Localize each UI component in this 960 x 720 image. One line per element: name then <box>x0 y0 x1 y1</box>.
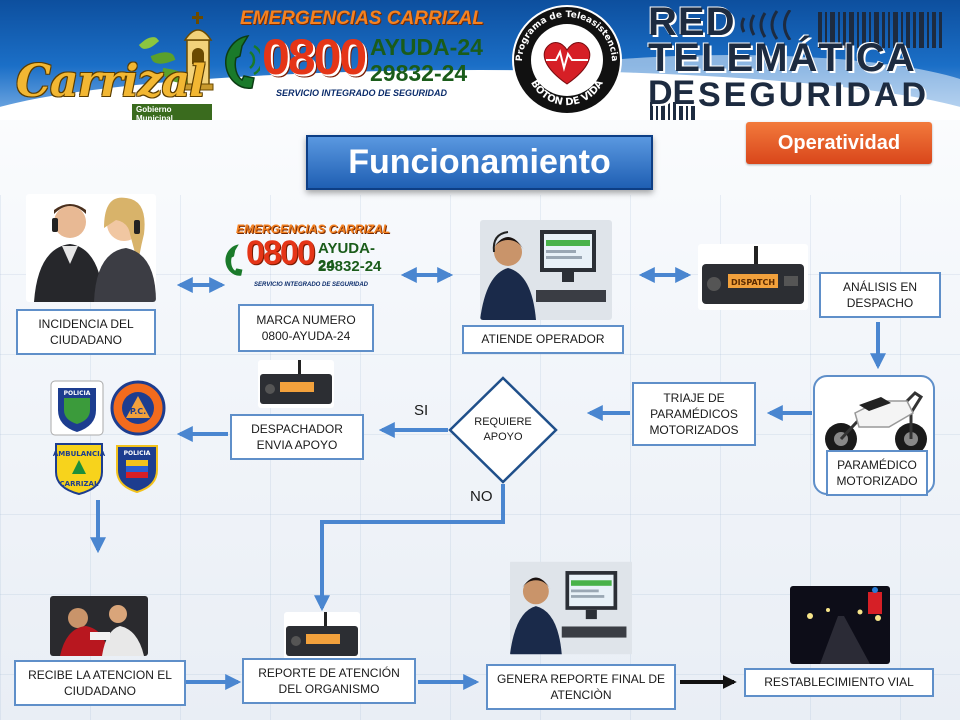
emergencias-number: 0800 <box>262 29 367 85</box>
label-si: SI <box>414 402 429 419</box>
de-text: DE <box>648 74 696 112</box>
boton-de-vida-logo: Programa de Teleasistencia BOTON DE VIDA <box>512 5 622 115</box>
box-triaje: TRIAJE DE PARAMÉDICOS MOTORIZADOS <box>632 382 756 446</box>
box-despachador: DESPACHADOR ENVIA APOYO <box>230 414 364 460</box>
proteccion-civil-badge-icon: P.C. <box>110 380 166 436</box>
leaf-decoration <box>138 33 160 53</box>
phone-icon <box>225 244 243 276</box>
ambulancia-badge-icon: AMBULANCIA CARRIZAL <box>53 443 106 496</box>
emergencias-small-logo: EMERGENCIAS CARRIZAL 0800 AYUDA-24 29832… <box>222 222 390 296</box>
barcode-decoration <box>650 102 695 120</box>
box-restablecimiento: RESTABLECIMIENTO VIAL <box>744 668 934 697</box>
carrizal-logo-text: Carrizal <box>16 56 206 107</box>
emergencias-small-title: EMERGENCIAS CARRIZAL <box>236 222 391 236</box>
policia-shield-icon: POLICIA <box>116 445 158 494</box>
gobierno-municipal-label: Gobierno Municipal <box>132 104 212 120</box>
carrizal-logo: Carrizal Gobierno Municipal <box>12 8 214 120</box>
emergencias-alt-number: 29832-24 <box>370 60 468 86</box>
injured-citizen-photo <box>50 596 148 656</box>
bell-tower-icon <box>182 12 214 91</box>
radio-transceiver-photo <box>258 360 334 408</box>
people-on-phone-photo <box>26 194 156 302</box>
radio-transceiver-photo: DISPATCH <box>698 244 808 310</box>
signal-waves-icon <box>740 10 792 40</box>
box-atiende-operador: ATIENDE OPERADOR <box>462 325 624 354</box>
policia-badge-icon: POLICIA <box>50 380 104 436</box>
header-banner: Carrizal Gobierno Municipal EMERGENCIAS … <box>0 0 960 120</box>
emergencias-small-ayuda: AYUDA-24 <box>318 240 375 274</box>
decision-requiere-apoyo <box>448 376 558 484</box>
barcode-decoration <box>818 12 942 48</box>
emergencias-small-subtitle: SERVICIO INTEGRADO DE SEGURIDAD <box>254 282 369 288</box>
box-incidencia: INCIDENCIA DEL CIUDADANO <box>16 309 156 355</box>
policia-shield-text: POLICIA <box>124 450 151 457</box>
box-paramedico: PARAMÉDICO MOTORIZADO <box>826 450 928 496</box>
policia-badge-text: POLICIA <box>64 390 91 397</box>
label-no: NO <box>470 488 493 505</box>
emergencias-small-number: 0800 <box>246 234 316 272</box>
phone-icon <box>225 35 260 89</box>
agency-badges: POLICIA P.C. AMBULANCIA CARRIZAL POLICIA <box>48 378 168 496</box>
emergencias-subtitle: SERVICIO INTEGRADO DE SEGURIDAD <box>276 88 448 98</box>
box-reporte-atencion: REPORTE DE ATENCIÓN DEL ORGANISMO <box>242 658 416 704</box>
box-marca-numero: MARCA NUMERO 0800-AYUDA-24 <box>238 304 374 352</box>
pc-badge-text: P.C. <box>130 407 146 416</box>
road-at-night-photo <box>790 586 890 664</box>
operatividad-button[interactable]: Operatividad <box>746 122 932 164</box>
seguridad-text: SEGURIDAD <box>698 76 930 114</box>
page-title: Funcionamiento <box>306 135 653 190</box>
emergencias-small-alt: 29832-24 <box>318 258 382 275</box>
box-analisis-despacho: ANÁLISIS EN DESPACHO <box>819 272 941 318</box>
red-telematica-logo: RED TELEMÁTICA <box>646 0 956 120</box>
telematica-text: TELEMÁTICA <box>648 36 916 80</box>
decision-requiere-label: REQUIERE APOYO <box>474 415 532 443</box>
box-genera-reporte: GENERA REPORTE FINAL DE ATENCIÒN <box>486 664 676 710</box>
emergencias-ayuda: AYUDA-24 <box>370 34 483 60</box>
radio-display-text: DISPATCH <box>731 278 775 287</box>
operator-photo <box>480 220 612 320</box>
box-recibe-atencion: RECIBE LA ATENCION EL CIUDADANO <box>14 660 186 706</box>
ambulancia-badge-text: AMBULANCIA <box>53 450 106 458</box>
radio-transceiver-photo <box>284 612 360 660</box>
red-text: RED <box>648 0 736 44</box>
emergencias-title: EMERGENCIAS CARRIZAL <box>240 8 484 29</box>
emergencias-carrizal-logo: EMERGENCIAS CARRIZAL 0800 AYUDA-24 29832… <box>220 6 495 106</box>
operator-photo <box>510 561 632 655</box>
motorcycle-photo <box>825 391 927 455</box>
carrizal-badge-text: CARRIZAL <box>60 480 99 488</box>
